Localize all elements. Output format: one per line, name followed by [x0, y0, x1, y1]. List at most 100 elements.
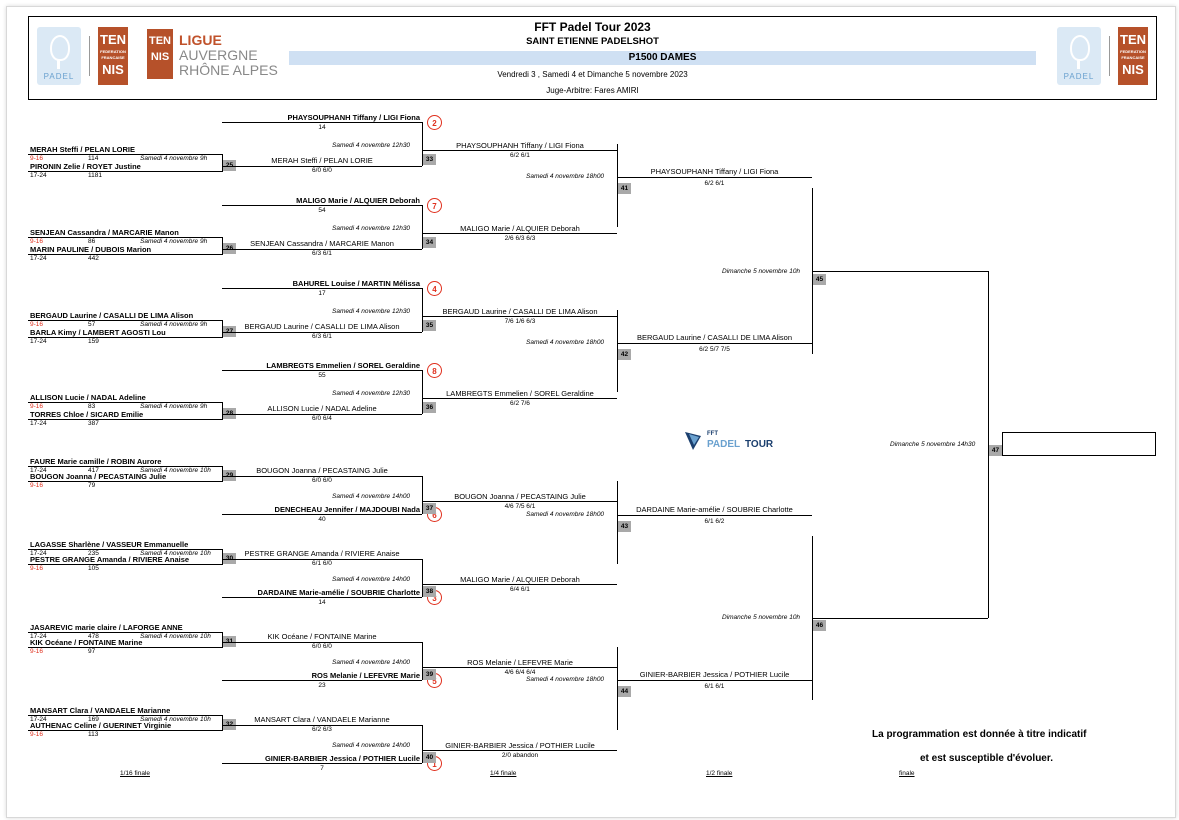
bracket-line [222, 679, 422, 681]
seed-weight: 54 [318, 206, 326, 214]
bracket-line [422, 122, 423, 166]
match-winner: BERGAUD Laurine / CASALLI DE LIMA Alison [244, 321, 400, 331]
pair-ranking-range: 17-24 [30, 715, 47, 723]
pair-ranking-range: 17-24 [30, 172, 47, 179]
bracket-line [222, 122, 422, 123]
bracket-line [28, 466, 223, 468]
match-number: 43 [618, 520, 631, 532]
bracket-line [617, 177, 812, 179]
pair-weight: 387 [88, 420, 99, 428]
bracket-line [422, 501, 617, 503]
match-schedule: Samedi 4 novembre 9h [140, 403, 208, 411]
pair-name: KIK Océane / FONTAINE Marine [30, 637, 143, 647]
winner-box [1002, 432, 1156, 456]
pair-weight: 83 [88, 403, 96, 411]
pair-ranking-range: 9-16 [30, 237, 44, 245]
qf-winner: MALIGO Marie / ALQUIER Deborah [460, 223, 580, 233]
bracket-line [222, 714, 223, 730]
pair-weight: 57 [88, 320, 96, 328]
pair-name: PIRONIN Zelie / ROYET Justine [30, 162, 141, 171]
pair-weight: 79 [88, 482, 96, 490]
match-schedule: Samedi 4 novembre 9h [140, 237, 208, 245]
match-schedule: Samedi 4 novembre 9h [140, 155, 208, 162]
match-number: 38 [423, 586, 436, 597]
bracket-line [28, 564, 223, 565]
match-number: 33 [423, 154, 436, 165]
pair-weight: 159 [88, 337, 99, 345]
qf-score: 2/0 abandon [501, 751, 539, 759]
seed-weight: 55 [318, 372, 326, 380]
bracket-line [222, 597, 422, 598]
pair-weight: 86 [88, 237, 96, 245]
bracket-line [617, 144, 618, 227]
pair-ranking-range: 17-24 [30, 254, 47, 262]
bracket-line [28, 171, 223, 172]
ligue-region-1: AUVERGNE [179, 47, 258, 63]
round-label-qf: 1/4 finale [490, 770, 517, 777]
bracket-line [222, 166, 422, 167]
bracket-line [617, 514, 812, 516]
tournament-title: FFT Padel Tour 2023 [534, 20, 651, 34]
round-label-final: finale [899, 770, 915, 777]
match-winner: KIK Océane / FONTAINE Marine [267, 631, 377, 641]
bracket-line [617, 646, 618, 730]
match-schedule: Samedi 4 novembre 18h00 [526, 510, 605, 518]
bracket-line [422, 398, 617, 400]
pair-ranking-range: 17-24 [30, 550, 47, 557]
bracket-line [28, 336, 223, 338]
match-schedule: Samedi 4 novembre 10h [140, 715, 211, 723]
bracket-line [617, 309, 618, 393]
pair-name: MERAH Steffi / PELAN LORIE [30, 145, 136, 154]
bracket-line [422, 287, 423, 332]
seed-pair-name: GINIER-BARBIER Jessica / POTHIER Lucile [264, 753, 420, 763]
sf-score: 6/2 6/1 [704, 180, 725, 188]
venue: SAINT ETIENNE PADELSHOT [526, 36, 659, 47]
match-number: 45 [813, 274, 826, 285]
padel-tour-icon [685, 432, 701, 450]
match-winner: PESTRE GRANGE Amanda / RIVIERE Anaise [244, 549, 400, 558]
seed-weight: 14 [318, 599, 326, 606]
match-score: 6/2 6/3 [312, 725, 332, 733]
match-score: 6/3 6/1 [312, 249, 332, 257]
match-winner: BOUGON Joanna / PECASTAING Julie [256, 466, 388, 476]
bracket-line [28, 631, 223, 633]
bracket-line [222, 466, 223, 482]
seed-badge: 8 [427, 363, 442, 379]
pair-weight: 442 [88, 254, 99, 262]
qf-score: 6/4 6/1 [510, 586, 530, 593]
pair-ranking-range: 9-16 [30, 403, 44, 411]
right-logos: PADEL TEN FEDERATION FRANCAISE NIS [1057, 27, 1148, 85]
bracket-line [617, 343, 812, 344]
match-schedule: Samedi 4 novembre 14h00 [332, 493, 411, 501]
bracket-line [28, 253, 223, 255]
bracket-line [812, 271, 988, 272]
match-schedule: Samedi 4 novembre 18h00 [526, 676, 605, 684]
qf-winner: LAMBREGTS Emmelien / SOREL Geraldine [446, 389, 594, 399]
sf-winner: DARDAINE Marie-amélie / SOUBRIE Charlott… [636, 504, 793, 514]
seed-pair-name: BAHUREL Louise / MARTIN Mélissa [292, 278, 420, 288]
match-schedule: Samedi 4 novembre 12h30 [332, 307, 411, 315]
qf-score: 4/6 7/5 6/1 [504, 503, 536, 511]
pair-ranking-range: 9-16 [30, 730, 44, 738]
pair-name: BOUGON Joanna / PECASTAING Julie [30, 472, 167, 482]
sf-score: 6/2 5/7 7/5 [699, 346, 730, 353]
bracket-line [28, 319, 223, 321]
pair-name: FAURE Marie camille / ROBIN Aurore [30, 457, 162, 467]
bracket-line [222, 641, 422, 643]
match-schedule: Samedi 4 novembre 12h30 [332, 224, 411, 232]
racket-icon [1070, 35, 1090, 61]
bracket-line [222, 762, 422, 764]
padel-tour-watermark: FFT PADEL TOUR [683, 430, 773, 457]
pair-name: MARIN PAULINE / DUBOIS Marion [30, 244, 152, 254]
seed-weight: 7 [320, 764, 324, 772]
pair-ranking-range: 9-16 [30, 647, 44, 655]
pair-weight: 235 [88, 550, 99, 557]
pair-name: LAGASSE Sharlène / VASSEUR Emmanuelle [30, 540, 189, 549]
qf-winner: ROS Melanie / LEFEVRE Marie [467, 657, 573, 667]
bracket-line [422, 559, 423, 597]
match-number: 40 [423, 751, 436, 763]
qf-score: 6/2 7/6 [510, 400, 530, 408]
bracket-line [222, 476, 422, 478]
pair-weight: 478 [88, 632, 99, 640]
match-score: 6/3 6/1 [312, 332, 332, 340]
